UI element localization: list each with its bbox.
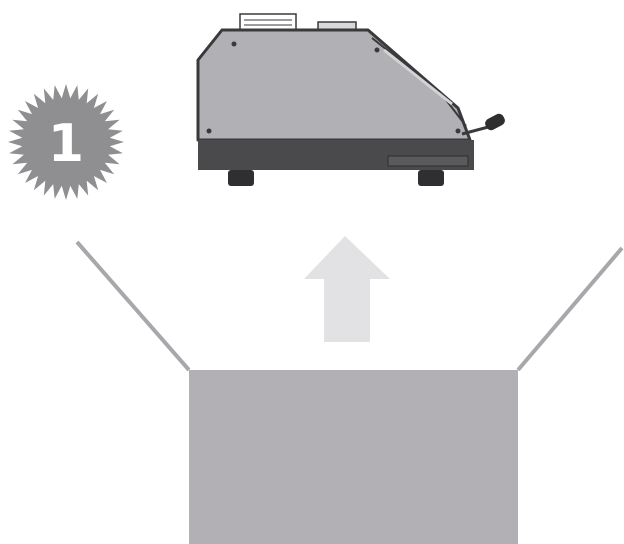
machine-lever-grip xyxy=(485,113,505,131)
screw xyxy=(374,47,380,53)
box-flap-left xyxy=(75,240,191,372)
machine-foot xyxy=(228,170,254,186)
machine-side-rail xyxy=(371,37,467,127)
screw xyxy=(455,128,461,134)
screw xyxy=(231,41,237,47)
screw xyxy=(206,128,212,134)
box-flap-right xyxy=(516,246,624,372)
starburst-badge-icon xyxy=(8,84,124,200)
arrow-up-icon xyxy=(304,236,390,342)
machine-unit-icon xyxy=(196,13,505,186)
open-box-icon xyxy=(75,240,624,544)
step-badge: 1 xyxy=(8,84,124,200)
box-body xyxy=(189,370,518,544)
step-number: 1 xyxy=(48,114,84,174)
machine-foot xyxy=(418,170,444,186)
